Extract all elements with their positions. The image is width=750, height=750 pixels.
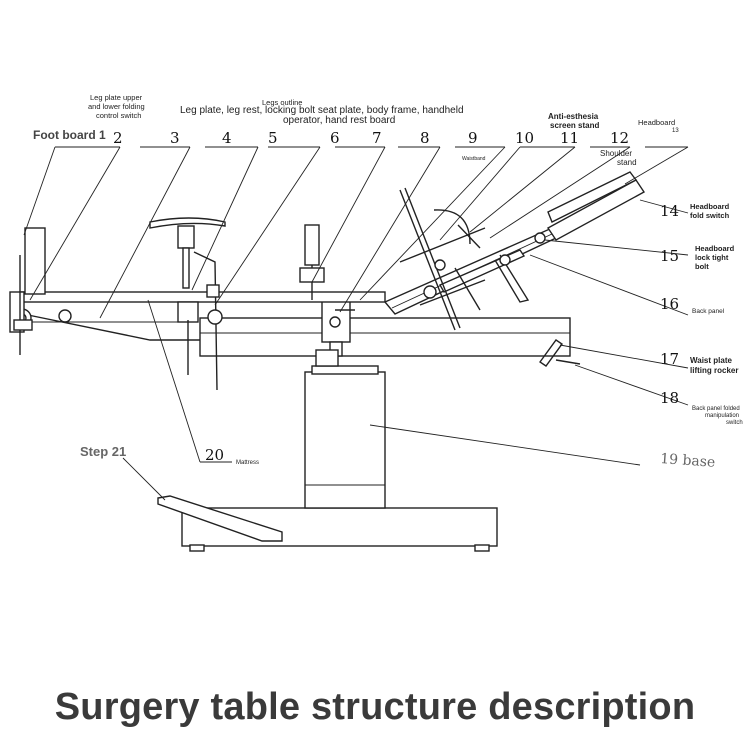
label-back-panel: Back panel — [692, 308, 725, 315]
label-leg-plate-switch-2: and lower folding — [88, 102, 145, 111]
part-number-3: 3 — [170, 129, 180, 147]
label-base: 19 base — [660, 451, 716, 471]
label-headboard-lock-2: lock tight — [695, 253, 729, 262]
part-number-4: 4 — [222, 129, 232, 147]
label-legs-outline: Legs outline — [262, 98, 302, 107]
label-step: Step 21 — [80, 444, 126, 459]
label-headboard-lock-1: Headboard — [695, 244, 735, 253]
part-number-5: 5 — [268, 129, 278, 147]
part-number-20: 20 — [205, 446, 224, 464]
label-waist-rocker-1: Waist plate — [690, 356, 732, 365]
locking-bolt-post — [299, 224, 355, 311]
label-headboard-fold-1: Headboard — [690, 202, 730, 211]
part-number-16: 16 — [660, 295, 679, 313]
label-headboard: Headboard — [638, 118, 675, 127]
foot-board — [9, 227, 46, 355]
label-leg-group-1: Leg plate, leg rest, locking bolt seat p… — [180, 105, 464, 116]
part-number-11: 11 — [560, 129, 579, 147]
part-number-6: 6 — [330, 129, 340, 147]
label-headboard-fold-2: fold switch — [690, 211, 730, 220]
part-number-15: 15 — [660, 247, 679, 265]
label-leg-group-2: operator, hand rest board — [283, 115, 395, 126]
label-anti-esthesia-2: screen stand — [550, 121, 599, 130]
label-waist-rocker-2: lifting rocker — [690, 366, 738, 375]
diagram-caption: Surgery table structure description — [54, 686, 696, 728]
leader-lines — [23, 146, 689, 501]
part-number-8: 8 — [420, 129, 430, 147]
label-foot-board: Foot board 1 — [33, 128, 106, 142]
label-shoulder-1: Shoulder — [600, 149, 632, 158]
part-number-2: 2 — [113, 129, 123, 147]
part-number-12: 12 — [610, 129, 629, 147]
label-waistband: Waistband — [462, 156, 486, 162]
part-number-9: 9 — [468, 129, 478, 147]
back-panel — [383, 171, 646, 367]
part-numbers: 2 3 4 5 6 7 8 9 10 11 12 14 15 16 17 18 … — [113, 129, 679, 464]
label-anti-esthesia-1: Anti-esthesia — [548, 112, 599, 121]
label-headboard-13: 13 — [672, 128, 679, 134]
leg-rest-post — [149, 217, 226, 391]
label-back-switch-3: switch — [726, 420, 743, 426]
label-headboard-lock-3: bolt — [695, 262, 709, 271]
label-mattress: Mattress — [236, 460, 259, 466]
step-pedal — [157, 495, 283, 542]
part-number-10: 10 — [515, 129, 534, 147]
part-number-17: 17 — [660, 350, 679, 368]
part-number-7: 7 — [372, 129, 382, 147]
part-number-14: 14 — [660, 202, 679, 220]
body-frame — [12, 291, 571, 367]
label-back-switch-2: manipulation — [705, 413, 739, 419]
table-base — [157, 365, 498, 552]
part-labels: Foot board 1 Leg plate upper and lower f… — [33, 93, 743, 471]
part-number-18: 18 — [660, 389, 679, 407]
label-back-switch-1: Back panel folded — [692, 406, 740, 412]
label-leg-plate-switch-3: control switch — [96, 111, 141, 120]
label-shoulder-2: stand — [617, 158, 637, 167]
label-leg-plate-switch-1: Leg plate upper — [90, 93, 143, 102]
